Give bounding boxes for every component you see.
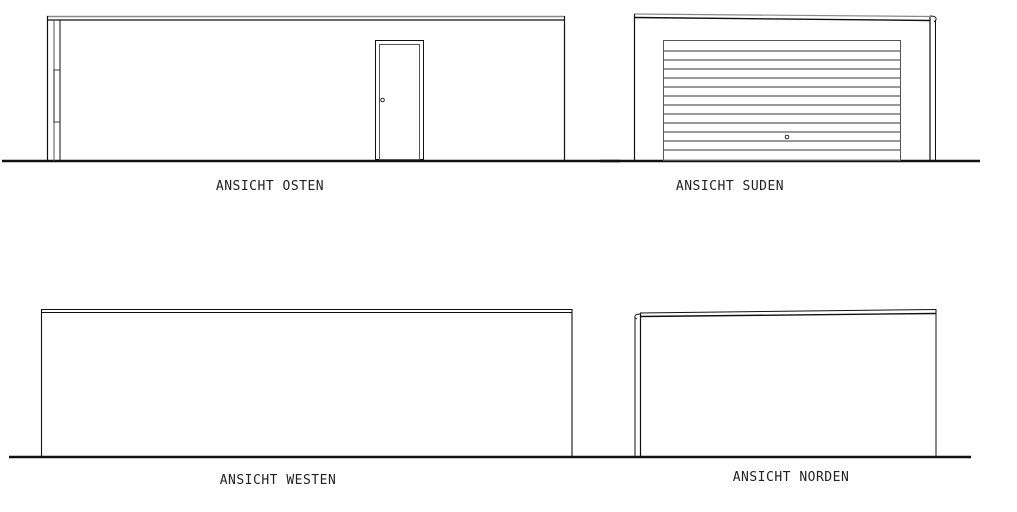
roof-edge (633, 13, 931, 18)
roof-fascia (633, 16, 931, 22)
door-leaf (379, 44, 420, 160)
elevation-osten: ANSICHT OSTEN (2, 15, 620, 194)
door-handle-icon (380, 97, 385, 103)
gutter-icon (929, 15, 937, 23)
elevation-sueden: ANSICHT SUDEN (600, 13, 980, 194)
sectional-garage-door (663, 40, 901, 161)
door-frame (375, 40, 424, 160)
garage-door-frame (663, 40, 901, 161)
roof-edge (639, 309, 937, 314)
label-norden: ANSICHT NORDEN (733, 470, 850, 485)
garage-door-handle-icon (784, 134, 790, 140)
entry-door (375, 40, 424, 160)
label-sueden: ANSICHT SUDEN (676, 179, 784, 194)
elevation-westen: ANSICHT WESTEN (9, 309, 600, 488)
label-westen: ANSICHT WESTEN (220, 473, 337, 488)
elevation-norden: ANSICHT NORDEN (600, 309, 971, 485)
label-osten: ANSICHT OSTEN (216, 179, 324, 194)
downpipe (53, 69, 61, 123)
gutter-icon (634, 313, 641, 320)
roof-fascia (639, 312, 937, 318)
